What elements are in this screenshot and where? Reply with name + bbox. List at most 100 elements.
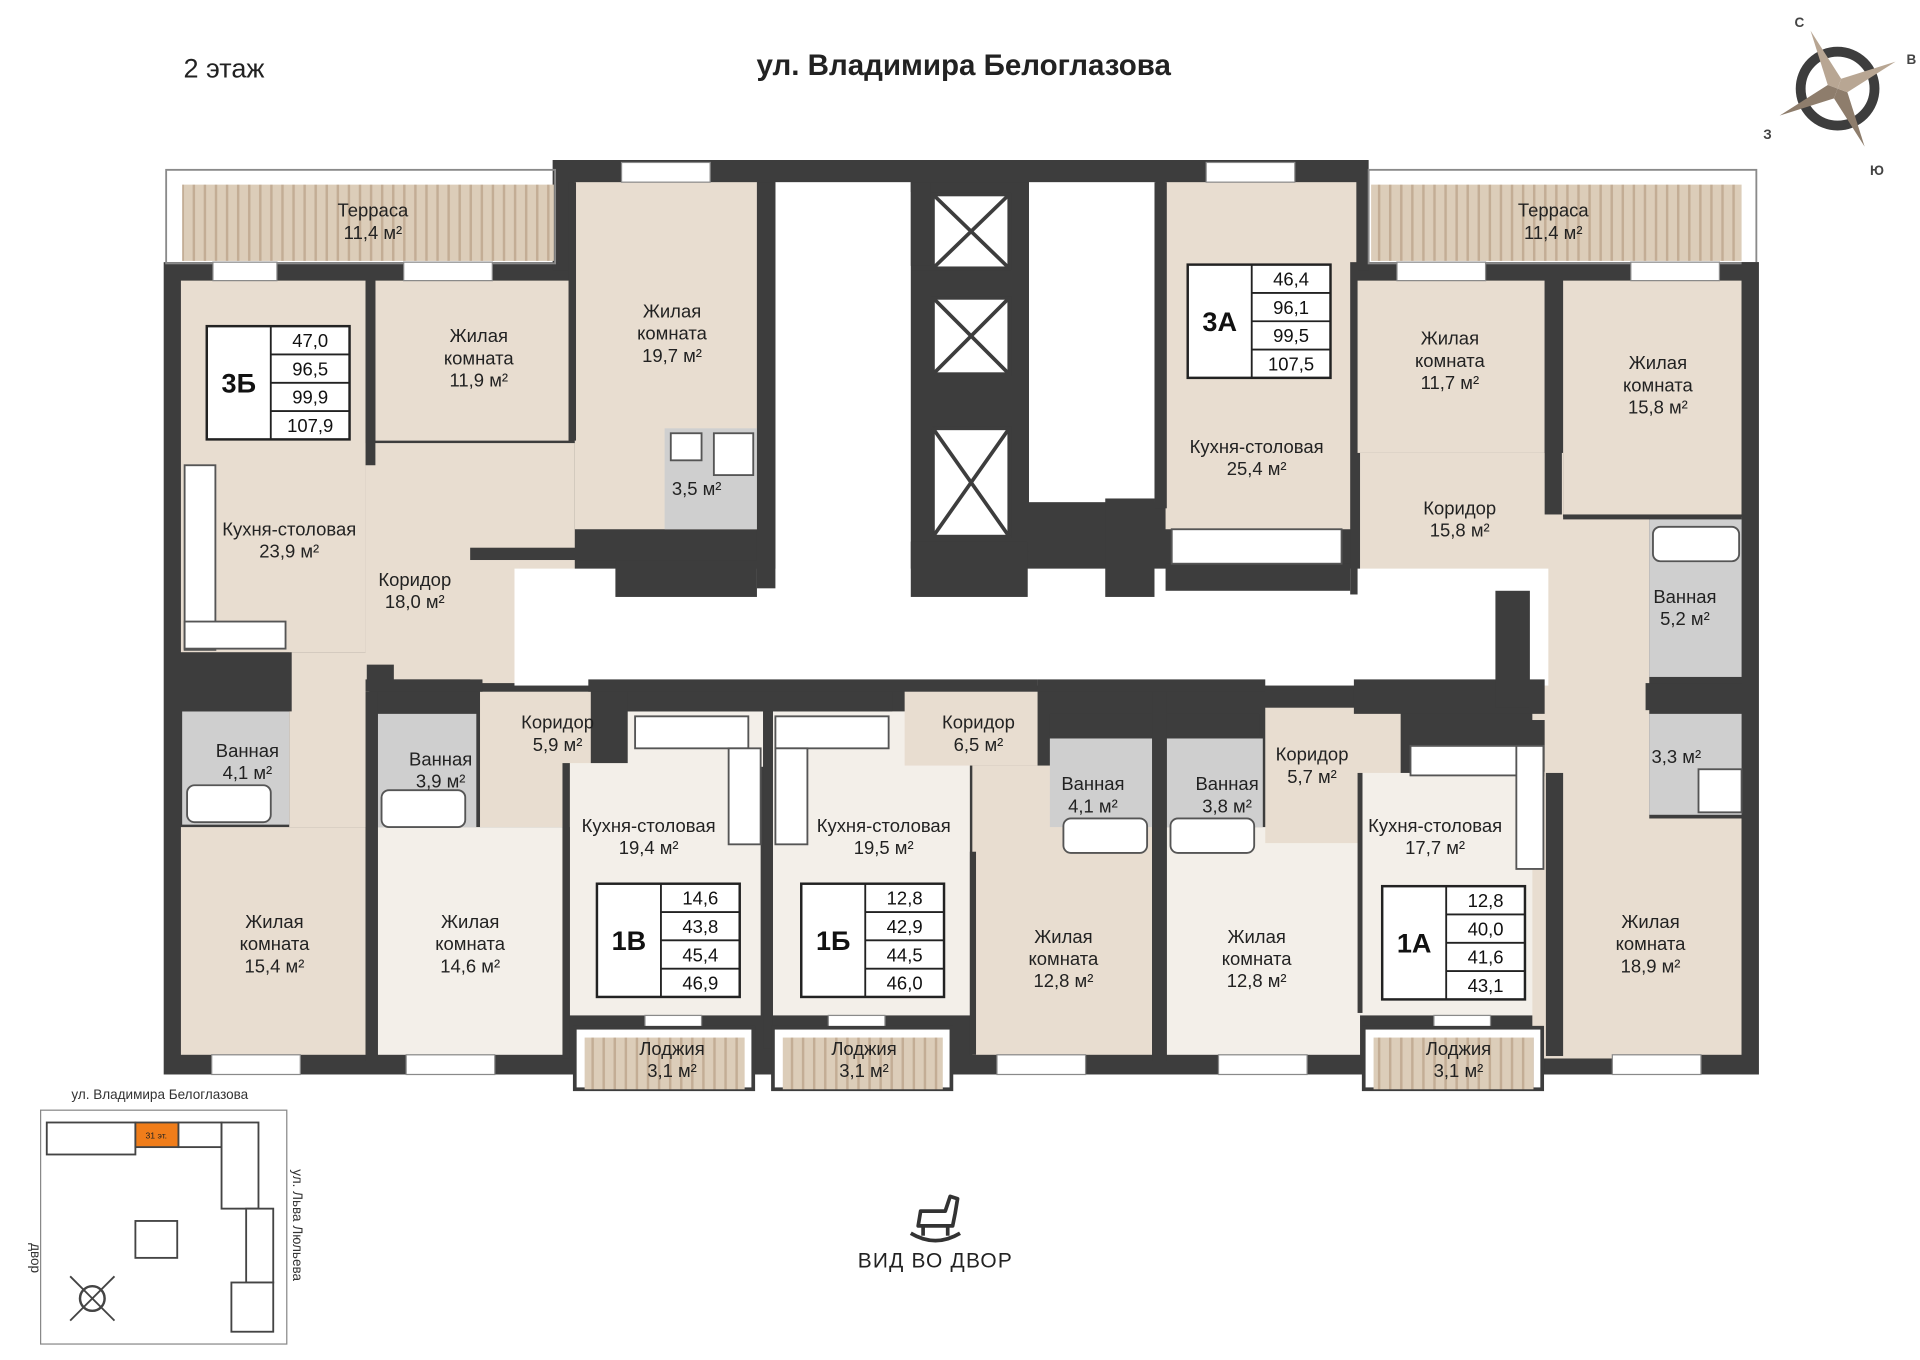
room-label-loggia-3: Лоджия xyxy=(1426,1038,1491,1059)
room-label-bath-3-8: 3,8 м² xyxy=(1202,795,1252,816)
keymap-street-right: ул. Льва Люльева xyxy=(290,1169,305,1281)
room-label-zh-18-9: Жилая xyxy=(1621,911,1679,932)
apartment-area-value: 12,8 xyxy=(1468,890,1504,911)
room-label-corr-15-8: Коридор xyxy=(1423,497,1496,518)
fixtures xyxy=(183,432,1743,870)
room-label-zh-15-8: Жилая xyxy=(1629,352,1687,373)
keymap-current-section xyxy=(134,1121,180,1149)
room-label-kitchen-17-7: Кухня-столовая xyxy=(1368,815,1502,836)
room-label-zh-11-7: Жилая xyxy=(1421,328,1479,349)
loggias xyxy=(572,1025,1545,1092)
compass-s: Ю xyxy=(1870,163,1884,178)
room-label-bath-3-8: Ванная xyxy=(1195,773,1258,794)
room-label-bath-3-3: 3,3 м² xyxy=(1652,746,1702,767)
compass-icon xyxy=(1779,30,1896,147)
room-label-zh-15-4: 15,4 м² xyxy=(245,955,305,976)
keymap-street-top: ул. Владимира Белоглазова xyxy=(71,1087,248,1102)
room-label-loggia-1: 3,1 м² xyxy=(647,1060,697,1081)
compass-w: З xyxy=(1763,127,1771,142)
apartment-area-value: 45,4 xyxy=(682,944,718,965)
apartment-area-value: 47,0 xyxy=(292,330,328,351)
room-label-corr-5-9: Коридор xyxy=(521,712,594,733)
apartment-area-value: 12,8 xyxy=(887,888,923,909)
room-label-zh-15-4: Жилая xyxy=(245,911,303,932)
room-label-zh-14-6: комната xyxy=(435,933,506,954)
room-label-corr-6-5: Коридор xyxy=(942,712,1015,733)
apartment-area-value: 42,9 xyxy=(887,916,923,937)
room-label-bath-4-1-m: Ванная xyxy=(1061,773,1124,794)
room-label-bath-3-5: 3,5 м² xyxy=(672,478,722,499)
elevator-shafts xyxy=(931,192,1012,539)
room-label-bath-5-2: Ванная xyxy=(1653,586,1716,607)
keymap-section-label: 31 эт. xyxy=(146,1130,168,1140)
room-label-bath-4-1-m: 4,1 м² xyxy=(1068,795,1118,816)
room-label-loggia-2: Лоджия xyxy=(831,1038,896,1059)
room-label-zh-11-9: 11,9 м² xyxy=(450,369,509,390)
terrace-left xyxy=(182,184,554,261)
room-label-zh-15-8: 15,8 м² xyxy=(1628,397,1688,418)
room-label-zh-11-9: Жилая xyxy=(450,325,508,346)
apartment-id: 1Б xyxy=(816,925,851,956)
room-label-corr-18-0: Коридор xyxy=(378,569,451,590)
apartment-area-value: 46,9 xyxy=(682,973,718,994)
room-label-kitchen-19-5: 19,5 м² xyxy=(854,837,914,858)
apartment-badge: 3А 46,4 96,1 99,5 107,5 xyxy=(1186,263,1332,380)
room-label-zh-12-8-b: Жилая xyxy=(1227,926,1285,947)
room-label-zh-12-8-a: комната xyxy=(1029,948,1100,969)
room-label-corr-5-9: 5,9 м² xyxy=(533,734,583,755)
apartment-badges: 3Б47,096,599,9107,93А46,496,199,5107,51В… xyxy=(205,263,1527,1001)
apartment-id: 3А xyxy=(1202,306,1237,337)
apartment-area-value: 44,5 xyxy=(887,944,923,965)
keymap-yard-label: двор xyxy=(28,1243,43,1273)
room-label-corr-18-0: 18,0 м² xyxy=(385,591,445,612)
room-label-terrace-left: 11,4 м² xyxy=(344,222,403,243)
room-label-zh-19-7: комната xyxy=(637,323,708,344)
apartment-area-value: 99,9 xyxy=(292,387,328,408)
room-label-loggia-3: 3,1 м² xyxy=(1434,1060,1484,1081)
apartment-area-value: 46,0 xyxy=(887,973,923,994)
apartment-area-value: 99,5 xyxy=(1273,325,1309,346)
apartment-badge: 3Б 47,0 96,5 99,9 107,9 xyxy=(205,324,351,441)
room-label-bath-3-9: Ванная xyxy=(409,749,472,770)
room-label-corr-5-7: 5,7 м² xyxy=(1287,766,1337,787)
street-title: ул. Владимира Белоглазова xyxy=(757,49,1172,82)
room-label-loggia-1: Лоджия xyxy=(639,1038,704,1059)
apartment-area-value: 14,6 xyxy=(682,888,718,909)
room-label-kitchen-19-4: Кухня-столовая xyxy=(582,815,716,836)
room-label-zh-12-8-a: 12,8 м² xyxy=(1033,970,1093,991)
room-label-bath-4-1-l: Ванная xyxy=(216,740,279,761)
room-label-zh-12-8-b: комната xyxy=(1222,948,1293,969)
apartment-area-value: 40,0 xyxy=(1468,918,1504,939)
keymap-compass-icon xyxy=(69,1275,116,1322)
apartment-area-value: 46,4 xyxy=(1273,269,1309,290)
apartment-id: 3Б xyxy=(222,368,257,399)
room-label-corr-15-8: 15,8 м² xyxy=(1430,520,1490,541)
room-label-zh-12-8-a: Жилая xyxy=(1034,926,1092,947)
room-label-zh-15-8: комната xyxy=(1623,374,1694,395)
terrace-right xyxy=(1371,184,1742,261)
room-label-kitchen-25-4: 25,4 м² xyxy=(1227,458,1287,479)
room-label-kitchen-23-9: Кухня-столовая xyxy=(222,518,356,539)
site-keymap: ул. Владимира Белоглазова 31 эт. ул. Льв… xyxy=(28,1087,305,1345)
apartment-badge: 1Б 12,8 42,9 44,5 46,0 xyxy=(800,882,946,999)
room-label-zh-18-9: комната xyxy=(1616,933,1687,954)
room-label-zh-15-4: комната xyxy=(240,933,311,954)
compass-n: С xyxy=(1795,15,1805,30)
room-label-bath-4-1-l: 4,1 м² xyxy=(223,762,273,783)
apartment-area-value: 96,5 xyxy=(292,358,328,379)
room-label-zh-14-6: Жилая xyxy=(441,911,499,932)
room-label-bath-3-9: 3,9 м² xyxy=(416,771,466,792)
room-label-zh-11-7: 11,7 м² xyxy=(1421,372,1480,393)
room-label-kitchen-25-4: Кухня-столовая xyxy=(1190,436,1324,457)
apartment-area-value: 107,9 xyxy=(287,415,333,436)
room-label-loggia-2: 3,1 м² xyxy=(839,1060,889,1081)
apartment-area-value: 107,5 xyxy=(1268,353,1314,374)
room-label-zh-11-7: комната xyxy=(1415,350,1486,371)
apartment-area-value: 96,1 xyxy=(1273,297,1309,318)
apartment-area-value: 41,6 xyxy=(1468,947,1504,968)
room-label-zh-12-8-b: 12,8 м² xyxy=(1227,970,1287,991)
